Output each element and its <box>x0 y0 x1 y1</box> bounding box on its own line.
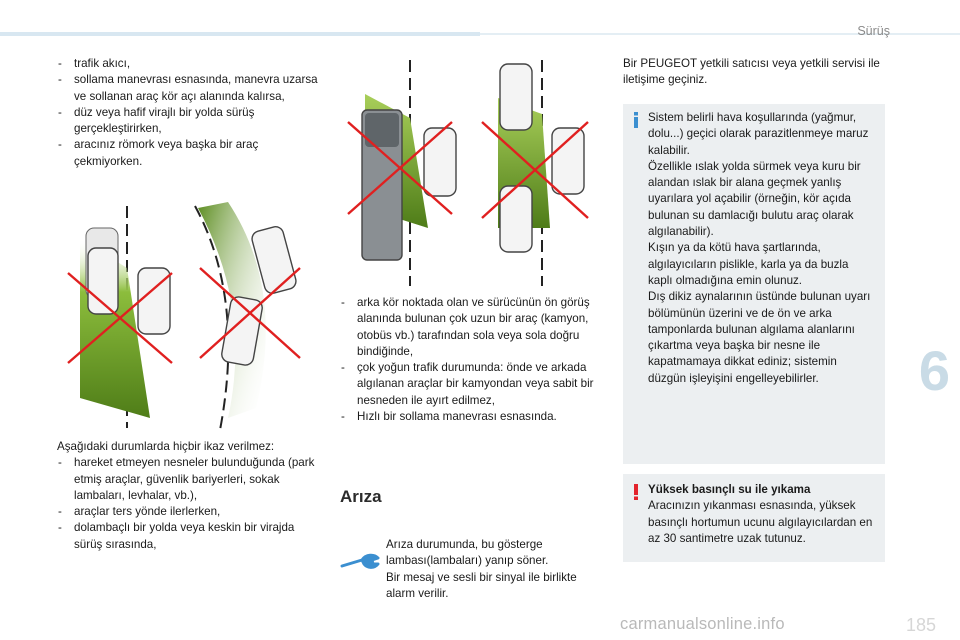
info-icon <box>633 112 639 128</box>
vehicle <box>551 127 585 195</box>
list-item: araçlar ters yönde ilerlerken, <box>57 504 319 521</box>
vehicle <box>423 127 457 197</box>
fault-heading: Arıza <box>340 487 382 506</box>
truck-cab <box>365 113 399 147</box>
page-number: 185 <box>905 615 936 635</box>
wrench-icon <box>340 553 380 569</box>
exclamation-icon <box>633 484 639 500</box>
chapter-number: 6 <box>918 339 950 402</box>
info-text: Sistem belirli hava koşullarında (yağmur… <box>648 110 876 387</box>
fault-text: Arıza durumunda, bu gösterge lambası(lam… <box>386 537 598 602</box>
info-paragraph: Kışın ya da kötü hava şartlarında, algıl… <box>648 241 849 287</box>
list-item: hareket etmeyen nesneler bulunduğunda (p… <box>57 455 319 504</box>
list-item: çok yoğun trafik durumunda: önde ve arka… <box>340 360 602 409</box>
watermark: carmanualsonline.info <box>620 615 785 633</box>
info-paragraph: Sistem belirli hava koşullarında (yağmur… <box>648 111 869 157</box>
info-box: Sistem belirli hava koşullarında (yağmur… <box>623 104 885 464</box>
illustration-straight-and-curve <box>67 202 301 431</box>
cross-mark <box>481 121 589 219</box>
fault-text-2: Bir mesaj ve sesli bir sinyal ile birlik… <box>386 570 577 600</box>
top-rule-right <box>480 33 960 35</box>
cross-mark <box>67 272 173 364</box>
top-rule <box>0 32 480 36</box>
middle-list: arka kör noktada olan ve sürücünün ön gö… <box>340 295 602 426</box>
warning-box: Yüksek basınçlı su ile yıkama Aracınızın… <box>623 474 885 562</box>
warning-title: Yüksek basınçlı su ile yıkama <box>648 483 811 496</box>
list-item: düz veya hafif virajlı bir yolda sürüş g… <box>57 105 319 138</box>
illustration-truck-and-traffic <box>347 60 589 286</box>
list-item: arka kör noktada olan ve sürücünün ön gö… <box>340 295 602 360</box>
info-paragraph: Dış dikiz aynalarının üstünde bulunan uy… <box>648 290 871 385</box>
intro-list: trafik akıcı, sollama manevrası esnasınd… <box>57 56 319 170</box>
warning-body: Aracınızın yıkanması esnasında, yüksek b… <box>648 499 873 545</box>
vehicle <box>251 226 297 294</box>
info-paragraph: Özellikle ıslak yolda sürmek veya kuru b… <box>648 159 861 239</box>
dealer-text: Bir PEUGEOT yetkili satıcısı veya yetkil… <box>623 57 880 87</box>
fault-text-1: Arıza durumunda, bu gösterge lambası(lam… <box>386 538 549 568</box>
list-item: trafik akıcı, <box>57 56 319 73</box>
cross-mark <box>199 267 301 359</box>
list-item: Hızlı bir sollama manevrası esnasında. <box>340 409 602 426</box>
cross-mark <box>347 121 453 215</box>
warning-text: Yüksek basınçlı su ile yıkama Aracınızın… <box>648 482 876 547</box>
vehicle <box>499 63 533 131</box>
lane-marking <box>194 205 230 431</box>
list-item: dolambaçlı bir yolda veya keskin bir vir… <box>57 520 319 553</box>
section-title: Sürüş <box>857 24 890 38</box>
no-alert-section: Aşağıdaki durumlarda hiçbir ikaz verilme… <box>57 439 319 553</box>
list-item: aracınız römork veya başka bir araç çekm… <box>57 137 319 170</box>
list-item: sollama manevrası esnasında, manevra uza… <box>57 72 319 105</box>
no-alert-intro: Aşağıdaki durumlarda hiçbir ikaz verilme… <box>57 440 275 453</box>
